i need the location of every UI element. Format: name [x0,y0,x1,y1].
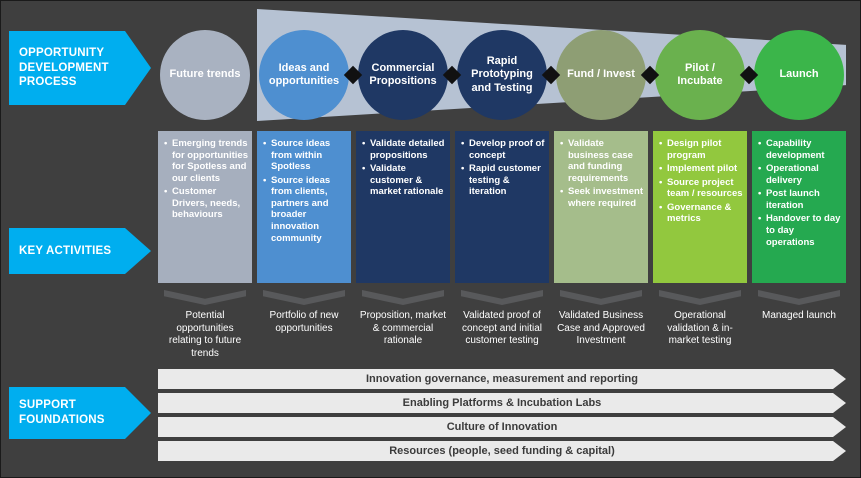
activity-item: Design pilot program [659,138,743,161]
chevron-down-icon [461,290,543,305]
activity-box-ideas-opportunities: Source ideas from within Spotless Source… [257,131,351,283]
row-label-support-foundations: SUPPORT FOUNDATIONS [9,387,151,439]
foundation-bar-culture: Culture of Innovation [158,417,846,437]
process-stages-row: Future trends Ideas and opportunities Co… [158,29,846,121]
support-foundations-group: Innovation governance, measurement and r… [158,369,846,461]
key-activities-row: Emerging trends for opportunities for Sp… [158,131,846,283]
activity-item: Develop proof of concept [461,138,545,161]
foundation-bar-resources: Resources (people, seed funding & capita… [158,441,846,461]
activity-item: Validate business case and funding requi… [560,138,644,184]
chevron-down-icon [164,290,246,305]
foundation-bar-label: Resources (people, seed funding & capita… [389,445,615,457]
chevron-down-icon [263,290,345,305]
activity-item: Customer Drivers, needs, behaviours [164,186,248,221]
stage-circle-launch: Launch [754,30,844,120]
foundation-bar-platforms: Enabling Platforms & Incubation Labs [158,393,846,413]
activity-item: Seek investment where required [560,186,644,209]
stage-circle-ideas-opportunities: Ideas and opportunities [259,30,349,120]
activity-box-commercial-propositions: Validate detailed propositions Validate … [356,131,450,283]
activity-item: Source ideas from within Spotless [263,138,347,173]
stage-circle-label: Pilot / Incubate [677,61,723,87]
row-label-key-activities: KEY ACTIVITIES [9,228,151,274]
stage-cell: Launch [739,29,846,121]
chevron-down-icon [560,290,642,305]
activity-box-rapid-prototyping: Develop proof of concept Rapid customer … [455,131,549,283]
stage-circle-fund-invest: Fund / Invest [556,30,646,120]
activity-item: Rapid customer testing & iteration [461,163,545,198]
stage-cell: Future trends [158,29,252,121]
activity-item: Validate detailed propositions [362,138,446,161]
outcome-text: Managed launch [762,310,836,321]
stage-cell: Ideas and opportunities [257,29,351,121]
activity-box-fund-invest: Validate business case and funding requi… [554,131,648,283]
foundation-bar-label: Enabling Platforms & Incubation Labs [402,397,602,409]
row-label-text: SUPPORT FOUNDATIONS [19,399,105,426]
row-label-text: OPPORTUNITY DEVELOPMENT PROCESS [19,46,109,89]
outcome-text: Portfolio of new opportunities [269,310,339,334]
outcome-text: Validated Business Case and Approved Inv… [557,310,645,346]
stage-circle-pilot-incubate: Pilot / Incubate [655,30,745,120]
stage-cell: Fund / Invest [541,29,648,121]
activity-item: Source ideas from clients, partners and … [263,175,347,244]
chevron-down-icon [659,290,741,305]
stage-circle-label: Launch [779,68,819,81]
activity-item: Operational delivery [758,163,842,186]
chevrons-row [158,290,846,305]
activity-item: Implement pilot [659,163,743,175]
activity-item: Validate customer & market rationale [362,163,446,198]
stage-cell: Rapid Prototyping and Testing [442,29,549,121]
activity-item: Handover to day to day operations [758,213,842,248]
row-label-opportunity-development-process: OPPORTUNITY DEVELOPMENT PROCESS [9,31,151,105]
stage-circle-rapid-prototyping: Rapid Prototyping and Testing [457,30,547,120]
activity-item: Capability development [758,138,842,161]
outcome-text: Proposition, market & commercial rationa… [359,310,447,346]
stage-circle-future-trends: Future trends [160,30,250,120]
foundation-bar-governance: Innovation governance, measurement and r… [158,369,846,389]
stage-circle-label: Fund / Invest [567,68,635,81]
chevron-down-icon [362,290,444,305]
stage-circle-label: Commercial Propositions [369,61,437,87]
outcome-text: Operational validation & in-market testi… [667,310,733,346]
outcomes-row: Potential opportunities relating to futu… [158,310,846,360]
activity-item: Post launch iteration [758,188,842,211]
foundation-bar-label: Innovation governance, measurement and r… [366,373,638,385]
stage-circle-label: Ideas and opportunities [268,61,340,87]
activity-item: Source project team / resources [659,177,743,200]
stage-circle-label: Future trends [169,68,241,81]
row-label-text: KEY ACTIVITIES [19,244,112,257]
activity-item: Governance & metrics [659,202,743,225]
stage-circle-commercial-propositions: Commercial Propositions [358,30,448,120]
outcome-text: Potential opportunities relating to futu… [168,310,242,359]
activity-box-launch: Capability development Operational deliv… [752,131,846,283]
activity-box-future-trends: Emerging trends for opportunities for Sp… [158,131,252,283]
activity-item: Emerging trends for opportunities for Sp… [164,138,248,184]
stage-circle-label: Rapid Prototyping and Testing [471,55,533,94]
outcome-text: Validated proof of concept and initial c… [461,310,543,346]
stage-cell: Pilot / Incubate [640,29,747,121]
activity-box-pilot-incubate: Design pilot program Implement pilot Sou… [653,131,747,283]
foundation-bar-label: Culture of Innovation [446,421,558,433]
stage-cell: Commercial Propositions [343,29,450,121]
chevron-down-icon [758,290,840,305]
